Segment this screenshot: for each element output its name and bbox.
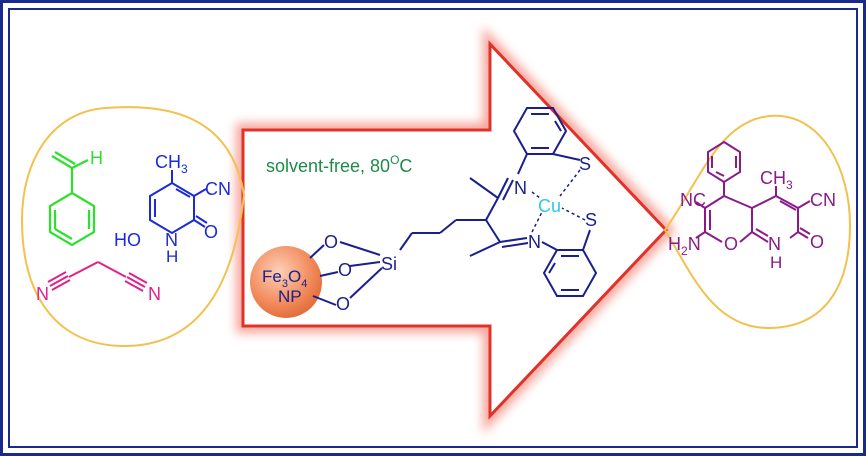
- product-oval: [663, 114, 852, 330]
- nanoparticle-formula: Fe3O4: [262, 267, 307, 290]
- imine-n2: N: [528, 232, 541, 252]
- imine-n1: N: [514, 178, 527, 198]
- pyridone-nh-h: H: [166, 247, 178, 266]
- product-nh-h: H: [770, 253, 782, 272]
- product-ring-o: O: [724, 234, 738, 254]
- reaction-arrow: [241, 40, 669, 420]
- product-methyl: CH3: [760, 168, 793, 192]
- reaction-condition: solvent-free, 80OC: [266, 153, 412, 176]
- pyridone-o: O: [204, 222, 218, 242]
- malononitrile-n-left: N: [36, 284, 49, 304]
- catalyst-structure: [309, 107, 598, 306]
- pyridone-ho: HO: [114, 230, 141, 250]
- product-nc: NC: [680, 190, 706, 210]
- pyridone-n: N: [165, 230, 178, 250]
- malononitrile-structure: [47, 261, 148, 292]
- thiol-s1: S: [579, 154, 591, 174]
- malononitrile-n-right: N: [148, 284, 161, 304]
- thiol-s2: S: [585, 210, 597, 230]
- product-structure: [695, 140, 811, 243]
- pyridone-structure: [149, 170, 208, 235]
- product-n: N: [768, 234, 781, 254]
- product-h2n: H2N: [668, 234, 701, 258]
- copper-label: Cu: [538, 196, 561, 216]
- silicon-label: Si: [381, 254, 397, 274]
- siloxy-o1: O: [324, 232, 338, 252]
- product-o: O: [810, 232, 824, 252]
- fe3o4-nanoparticle: [250, 246, 322, 318]
- nanoparticle-np: NP: [278, 287, 302, 306]
- aldehyde-h-label: H: [90, 148, 103, 168]
- pyridone-cn: CN: [205, 179, 231, 199]
- benzaldehyde-structure: [48, 151, 96, 247]
- pyridone-methyl: CH3: [155, 152, 188, 176]
- reactants-oval: [20, 106, 246, 348]
- siloxy-o2: O: [338, 260, 352, 280]
- siloxy-o3: O: [336, 294, 350, 314]
- cu-coordination: [531, 169, 586, 233]
- inner-frame: [8, 8, 858, 448]
- product-cn: CN: [810, 190, 836, 210]
